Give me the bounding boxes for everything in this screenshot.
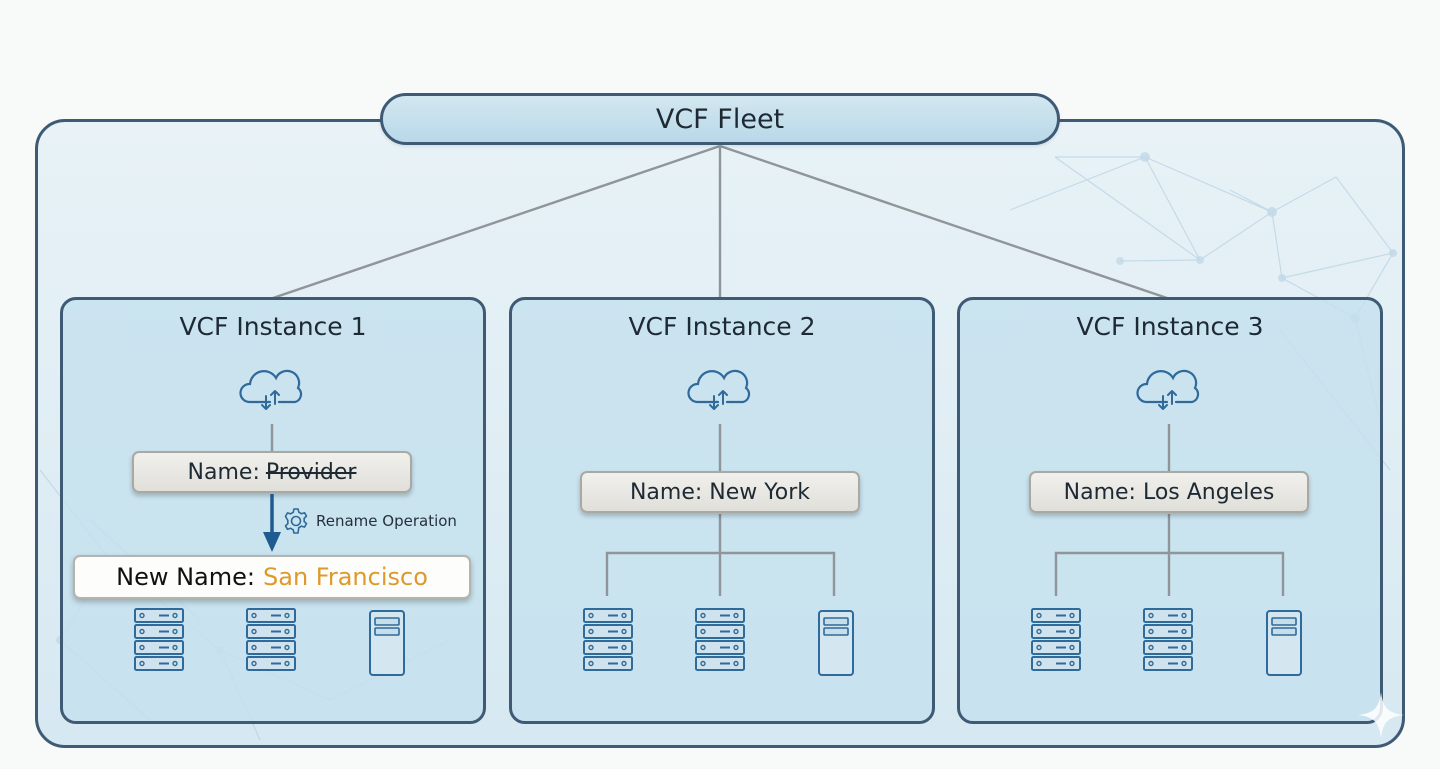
rack-server-icon bbox=[583, 608, 633, 671]
rack-server-icon bbox=[1143, 608, 1193, 671]
name-value: New York bbox=[709, 479, 811, 505]
new-name-label: New Name: bbox=[116, 563, 255, 591]
instance-2-name-box: Name: New York bbox=[580, 471, 860, 513]
instance-3-name-box: Name: Los Angeles bbox=[1029, 471, 1309, 513]
rack-server-icon bbox=[134, 608, 184, 671]
cloud-sync-icon bbox=[687, 369, 751, 410]
name-label: Name: bbox=[629, 479, 703, 505]
rack-server-icon bbox=[695, 608, 745, 671]
rack-server-icon bbox=[1031, 608, 1081, 671]
old-name-value: Provider bbox=[265, 459, 357, 485]
new-name-value: San Francisco bbox=[263, 563, 428, 591]
name-value: Los Angeles bbox=[1142, 479, 1275, 505]
rename-operation-label: Rename Operation bbox=[282, 507, 457, 535]
fleet-title: VCF Fleet bbox=[655, 103, 785, 135]
tower-server-icon bbox=[818, 610, 854, 676]
tower-server-icon bbox=[369, 610, 405, 676]
name-label: Name: bbox=[1063, 479, 1136, 505]
name-label: Name: bbox=[187, 459, 260, 485]
tower-server-icon bbox=[1266, 610, 1302, 676]
rename-operation-text: Rename Operation bbox=[316, 512, 457, 530]
instance-1-name-box: Name: Provider bbox=[132, 451, 412, 493]
instance-2-title: VCF Instance 2 bbox=[628, 312, 816, 341]
cloud-sync-icon bbox=[1136, 369, 1200, 410]
new-name-box: New Name: San Francisco bbox=[73, 555, 471, 599]
cloud-sync-icon bbox=[239, 369, 303, 410]
gear-icon bbox=[284, 508, 308, 534]
sparkle-icon bbox=[1358, 692, 1404, 738]
instance-3-title: VCF Instance 3 bbox=[1076, 312, 1264, 341]
instance-1-title: VCF Instance 1 bbox=[179, 312, 367, 341]
fleet-node: VCF Fleet bbox=[380, 93, 1060, 145]
rack-server-icon bbox=[246, 608, 296, 671]
